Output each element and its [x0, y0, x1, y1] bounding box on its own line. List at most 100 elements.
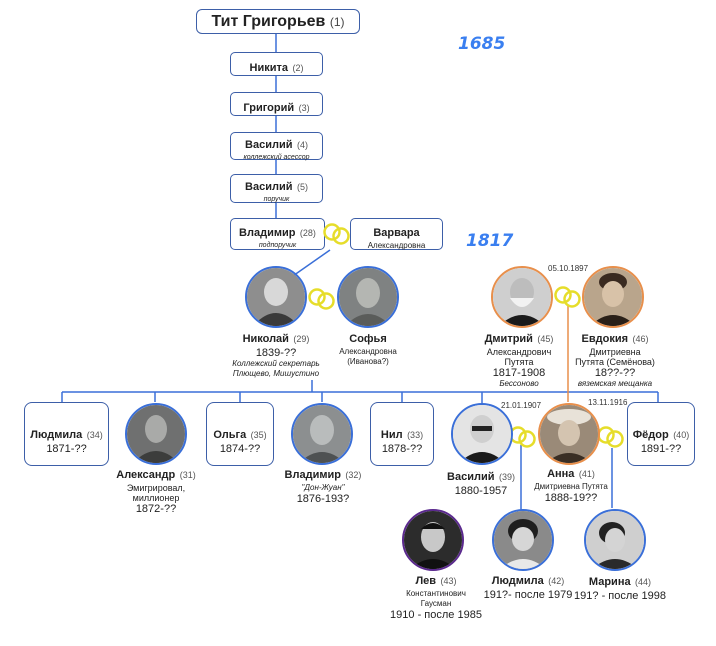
- person-number: (32): [345, 470, 362, 480]
- person-name: Фёдор: [632, 429, 669, 441]
- person-patronymic: Дмитриевна Путята: [534, 482, 608, 491]
- person-name: Нил: [380, 429, 403, 441]
- person-name: Ольга: [213, 429, 247, 441]
- person-number: (35): [250, 430, 267, 440]
- person-note: вяземская мещанка: [577, 379, 653, 388]
- person-label-dmitry: Дмитрий (45) Александрович Путята 1817-1…: [474, 329, 564, 389]
- person-number: (29): [293, 334, 310, 344]
- person-years: 1839-??: [255, 347, 297, 359]
- person-note: подпоручик: [258, 242, 297, 249]
- person-card-vasily-5[interactable]: Василий (5) поручик: [230, 174, 323, 203]
- person-number: (44): [635, 577, 652, 587]
- marriage-rings-icon: [597, 426, 624, 448]
- person-card-lyudmila-34[interactable]: Людмила (34) 1871-??: [24, 402, 109, 466]
- person-name: Василий: [447, 471, 495, 483]
- person-number: (2): [292, 63, 304, 73]
- person-patronymic: Александровна: [339, 347, 397, 356]
- person-number: (1): [329, 15, 345, 29]
- person-note: миллионер: [132, 493, 180, 503]
- person-number: (39): [498, 472, 515, 482]
- portrait-vladimir-32[interactable]: [291, 403, 353, 465]
- portrait-sofya[interactable]: [337, 266, 399, 328]
- person-maiden-name: (Иванова?): [347, 357, 389, 366]
- person-number: (42): [548, 576, 565, 586]
- person-years: 1876-193?: [296, 493, 350, 505]
- person-note: "Дон-Жуан": [301, 483, 345, 492]
- person-card-vasily-4[interactable]: Василий (4) коллежский асессор: [230, 132, 323, 161]
- person-number: (31): [179, 470, 196, 480]
- year-label-1817: 1817: [466, 231, 514, 251]
- person-card-fedor[interactable]: Фёдор (40) 1891-??: [627, 402, 695, 466]
- person-note: Эмигрировал,: [126, 483, 186, 493]
- person-surname: Гаусман: [420, 599, 452, 608]
- portrait-vasily-39[interactable]: [451, 403, 513, 465]
- portrait-nikolay[interactable]: [245, 266, 307, 328]
- portrait-dmitry[interactable]: [491, 266, 553, 328]
- person-number: (45): [537, 334, 554, 344]
- portrait-alexander[interactable]: [125, 403, 187, 465]
- portrait-anna[interactable]: [538, 403, 600, 465]
- person-years: 1872-??: [135, 503, 177, 515]
- person-name: Владимир: [284, 469, 341, 481]
- person-years: 1817-1908: [492, 367, 546, 379]
- person-name: Василий: [245, 139, 293, 151]
- person-card-nikita[interactable]: Никита (2): [230, 52, 323, 76]
- person-years: 1891-??: [640, 443, 682, 455]
- person-patronymic: Константинович: [406, 589, 466, 598]
- person-number: (34): [86, 430, 103, 440]
- person-surname: Путята: [504, 357, 534, 367]
- person-card-nil[interactable]: Нил (33) 1878-??: [370, 402, 434, 466]
- person-note: Плющево, Мишустино: [232, 369, 320, 378]
- person-name: Лев: [415, 575, 437, 587]
- person-label-evdokia: Евдокия (46) Дмитриевна Путята (Семёнова…: [563, 329, 667, 389]
- person-card-tit[interactable]: Тит Григорьев (1): [196, 9, 360, 34]
- person-name: Николай: [242, 333, 289, 345]
- year-label-1685: 1685: [458, 34, 506, 54]
- person-note: Коллежский секретарь: [232, 359, 320, 368]
- person-years: 1874-??: [219, 443, 261, 455]
- person-patronymic: Александровна: [367, 241, 426, 250]
- person-name: Варвара: [373, 227, 420, 239]
- person-number: (3): [298, 103, 310, 113]
- marriage-rings-icon: [554, 286, 581, 308]
- person-name: Александр: [116, 469, 176, 481]
- marriage-date: 05.10.1897: [548, 264, 589, 273]
- person-years: 1910 - после 1985: [390, 609, 482, 621]
- person-name: Владимир: [239, 227, 296, 239]
- portrait-lev[interactable]: [402, 509, 464, 571]
- person-name: Софья: [349, 333, 387, 345]
- person-note: Бессоново: [499, 379, 539, 388]
- person-card-vladimir-28[interactable]: Владимир (28) подпоручик: [230, 218, 325, 250]
- person-card-varvara[interactable]: Варвара Александровна: [350, 218, 443, 250]
- portrait-lyudmila-42[interactable]: [492, 509, 554, 571]
- person-label-lev: Лев (43) Константинович Гаусман 1910 - п…: [388, 571, 484, 621]
- portrait-evdokia[interactable]: [582, 266, 644, 328]
- person-years: 1888-19??: [544, 492, 598, 504]
- person-number: (5): [296, 182, 308, 192]
- person-name: Людмила: [491, 575, 544, 587]
- person-name: Анна: [547, 468, 575, 480]
- person-card-olga[interactable]: Ольга (35) 1874-??: [206, 402, 274, 466]
- marriage-date: 13.11.1916: [588, 398, 628, 407]
- person-patronymic: Дмитриевна: [589, 347, 641, 357]
- person-years: 191?- после 1979: [483, 589, 573, 601]
- person-name: Дмитрий: [484, 333, 533, 345]
- person-years: 18??-??: [594, 367, 636, 379]
- portrait-marina[interactable]: [584, 509, 646, 571]
- person-name: Василий: [245, 181, 293, 193]
- person-years: 1871-??: [46, 443, 87, 455]
- marriage-rings-icon: [308, 288, 335, 310]
- person-patronymic: Александрович: [486, 347, 552, 357]
- person-note: коллежский асессор: [243, 154, 310, 161]
- person-label-marina: Марина (44) 191? - после 1998: [570, 572, 670, 602]
- person-number: (41): [578, 469, 595, 479]
- marriage-rings-icon: [323, 223, 350, 245]
- person-number: (33): [407, 430, 424, 440]
- person-number: (46): [632, 334, 649, 344]
- person-number: (43): [440, 576, 457, 586]
- person-name: Людмила: [30, 429, 83, 441]
- person-card-grigory[interactable]: Григорий (3): [230, 92, 323, 116]
- person-label-vladimir-32: Владимир (32) "Дон-Жуан" 1876-193?: [275, 465, 371, 505]
